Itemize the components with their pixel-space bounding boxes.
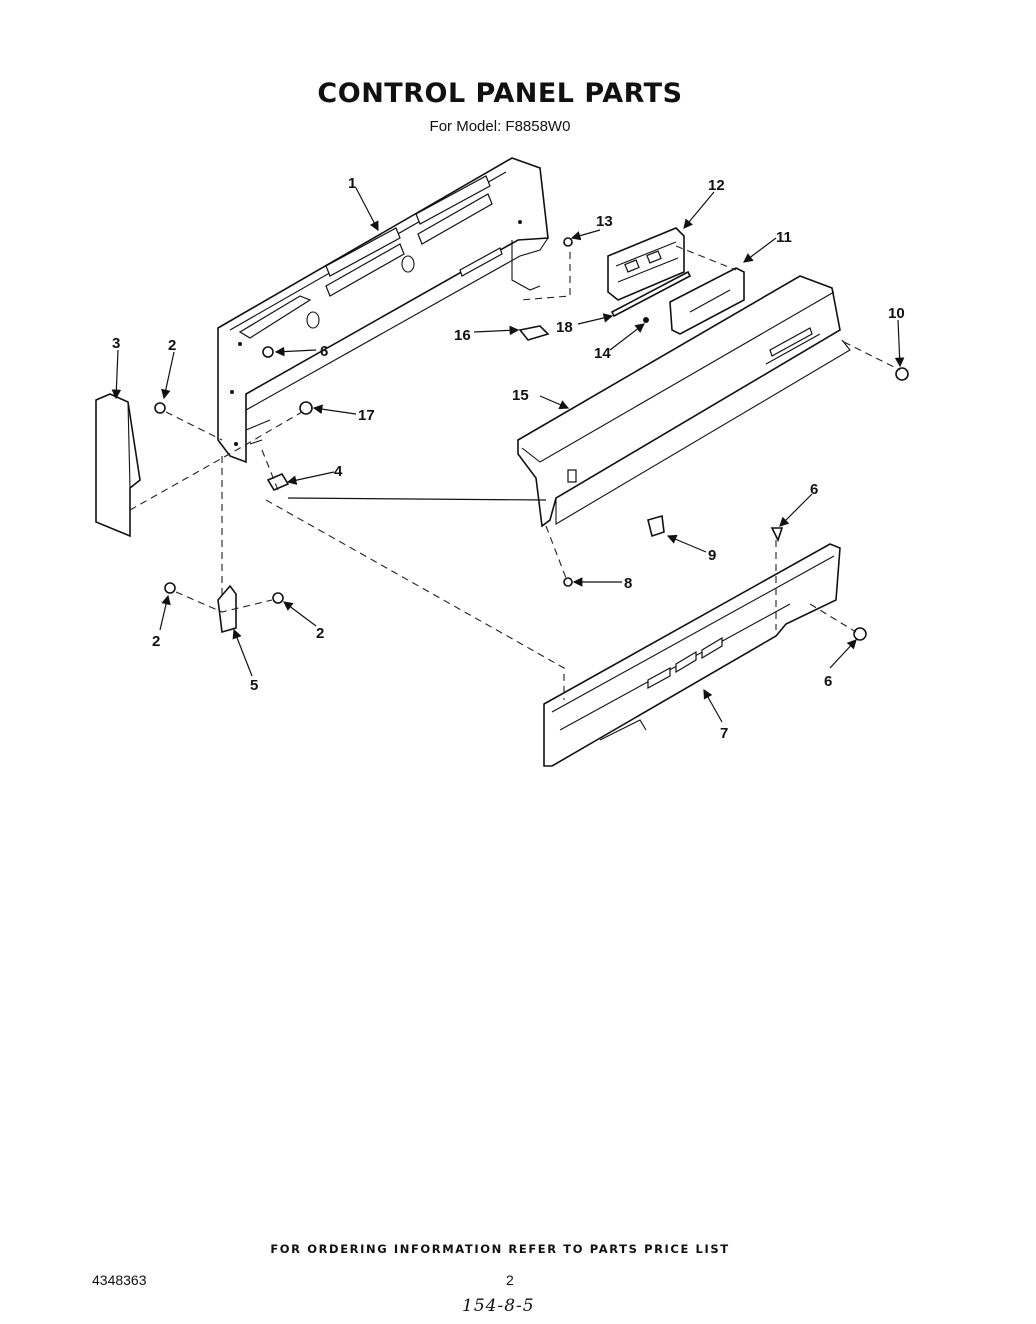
callout-6b: 6 — [810, 481, 818, 498]
part-16-clip — [518, 325, 550, 341]
part-3-end-cap — [95, 393, 141, 538]
callout-labels: 1 2 2 2 3 4 5 6 6 6 7 8 9 10 11 12 13 14… — [112, 175, 905, 742]
callout-15: 15 — [512, 387, 529, 404]
callout-18: 18 — [556, 319, 573, 336]
ordering-note: FOR ORDERING INFORMATION REFER TO PARTS … — [270, 1242, 730, 1256]
page-number: 2 — [506, 1272, 514, 1288]
callout-10: 10 — [888, 305, 905, 322]
callout-4: 4 — [334, 463, 343, 480]
callout-12: 12 — [708, 177, 725, 194]
hardware-fasteners — [154, 237, 909, 641]
leader-4-panel — [287, 497, 547, 501]
callout-1: 1 — [348, 175, 356, 192]
callout-2a: 2 — [168, 337, 176, 354]
callout-9: 9 — [708, 547, 716, 564]
model-subtitle: For Model: F8858W0 — [429, 118, 571, 135]
callout-7: 7 — [720, 725, 728, 742]
callout-2b: 2 — [152, 633, 160, 650]
callout-13: 13 — [596, 213, 613, 230]
part-11-bracket — [669, 267, 745, 335]
callout-leaders — [111, 187, 905, 723]
page-title: CONTROL PANEL PARTS — [317, 78, 683, 109]
part-1-backguard-frame — [217, 157, 549, 464]
callout-11: 11 — [776, 229, 792, 246]
handwritten-note: 154-8-5 — [462, 1296, 535, 1316]
callout-6c: 6 — [824, 673, 832, 690]
exploded-parts-diagram: 1 2 2 2 3 4 5 6 6 6 7 8 9 10 11 12 13 14… — [95, 157, 909, 767]
callout-16: 16 — [454, 327, 471, 344]
callout-5: 5 — [250, 677, 258, 694]
callout-6a: 6 — [320, 343, 328, 360]
callout-2c: 2 — [316, 625, 324, 642]
callout-14: 14 — [594, 345, 611, 362]
callout-3: 3 — [112, 335, 120, 352]
part-15-control-panel — [517, 275, 851, 528]
part-12-switch — [607, 227, 685, 301]
part-5-bracket — [217, 584, 237, 634]
part-7-lower-panel — [543, 543, 841, 767]
callout-8: 8 — [624, 575, 632, 592]
callout-17: 17 — [358, 407, 375, 424]
assembly-dashed-lines — [129, 245, 901, 700]
part-18-strip — [610, 270, 692, 318]
document-number: 4348363 — [92, 1272, 147, 1288]
